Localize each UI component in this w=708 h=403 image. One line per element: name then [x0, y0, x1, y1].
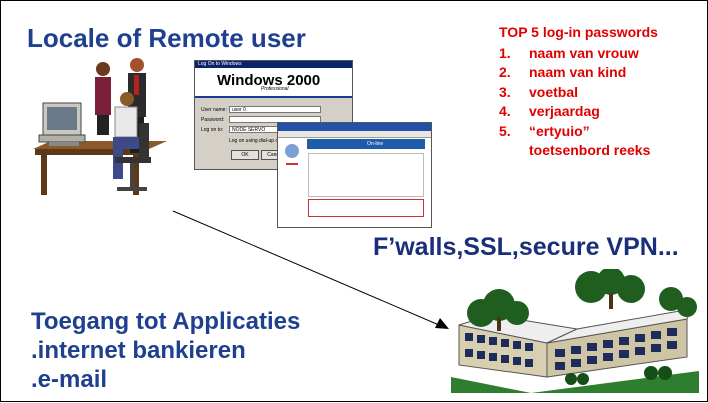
applications-block: Toegang tot Applicaties .internet bankie…	[31, 307, 300, 394]
app-email: .e-mail	[31, 366, 108, 393]
password-item-continuation: toetsenbord reeks	[529, 142, 651, 158]
applications-heading: Toegang tot Applicaties	[31, 308, 301, 335]
windows-banner: Windows 2000 Professional	[195, 68, 352, 98]
bank-logo-icon	[285, 144, 299, 165]
password-item: 3.voetbal	[499, 83, 579, 100]
browser-titlebar	[278, 123, 431, 131]
user-name-value: user 0	[232, 107, 246, 113]
user-name-field[interactable]: user 0	[229, 106, 321, 113]
browser-toolbar	[278, 131, 431, 138]
banking-login-box	[308, 199, 424, 217]
password-label: Password:	[201, 117, 225, 123]
banking-header-text: On-line	[367, 141, 384, 147]
password-item: 4.verjaardag	[499, 103, 600, 119]
app-internet-banking: .internet bankieren	[31, 337, 246, 364]
password-item: 2.naam van kind	[499, 64, 627, 80]
online-banking-window: On-line	[277, 122, 432, 228]
banking-form	[308, 153, 424, 197]
ok-button[interactable]: OK	[231, 150, 259, 160]
security-label: F’walls,SSL,secure VPN...	[373, 233, 679, 261]
domain-value: NODE SERVO	[232, 127, 266, 133]
login-window-titlebar: Log On to Windows	[195, 61, 352, 68]
password-item: 1.naam van vrouw	[499, 44, 639, 61]
password-list: TOP 5 log-in passwords 1.naam van vrouw …	[499, 23, 658, 161]
windows-brand: Windows 2000	[217, 72, 321, 89]
password-list-heading: TOP 5 log-in passwords	[499, 24, 658, 40]
office-building-illustration	[451, 269, 699, 393]
password-item: 5.“ertyuio”	[499, 122, 590, 139]
remote-users-illustration	[33, 58, 167, 195]
banking-header: On-line	[307, 139, 425, 149]
windows-edition: Professional	[261, 86, 289, 92]
logon-to-label: Log on to:	[201, 127, 224, 133]
slide-title: Locale of Remote user	[27, 23, 306, 53]
dialup-checkbox-label[interactable]: Log on using dial-up conne...	[229, 138, 294, 144]
password-field[interactable]	[229, 116, 321, 123]
user-name-label: User name:	[201, 107, 227, 113]
